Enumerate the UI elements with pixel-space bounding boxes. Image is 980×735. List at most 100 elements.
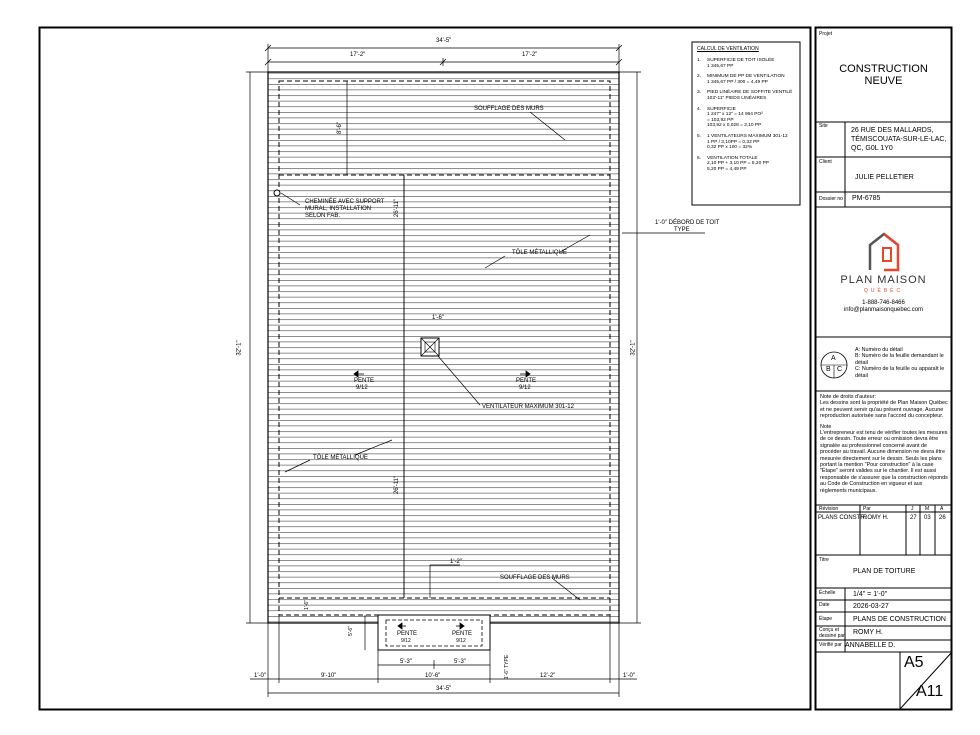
dim-bottom-right: 12'-2" xyxy=(540,673,556,679)
ventilation-item-line: 1 VENTILATEURS MAXIMUM 301-12 xyxy=(707,133,788,139)
email: info@planmaisonquebec.com xyxy=(843,307,924,313)
a-label: A xyxy=(940,506,944,512)
label-ventilateur: VENTILATEUR MAXIMUM 301-12 xyxy=(482,404,574,410)
sheet-total: A11 xyxy=(916,683,944,700)
site-line-3: QC, G0L 1Y0 xyxy=(851,145,893,152)
dossier-label: Dossier no xyxy=(819,196,843,202)
etape-value: PLANS DE CONSTRUCTION xyxy=(853,616,946,623)
label-porch-pente-left-ratio: 9/12 xyxy=(401,638,411,644)
side-dimensions xyxy=(246,71,641,650)
ventilation-title: CALCUL DE VENTILATION xyxy=(697,46,759,52)
ventilation-item-line: 1 345,67 PP / 300 = 4,49 PP xyxy=(707,79,768,85)
porch-roof xyxy=(377,614,491,651)
ventilation-item-num: 4. xyxy=(697,106,702,112)
brand-name: PLAN MAISON xyxy=(840,274,927,286)
brand-sub: QUÉBEC xyxy=(863,288,904,294)
rights-text: Les dessins sont la propriété de Plan Ma… xyxy=(820,400,948,420)
dim-top-total: 34'-5" xyxy=(436,38,452,44)
dim-bottom-left: 9'-10" xyxy=(321,673,337,679)
label-tole-top: TÔLE MÉTALLIQUE xyxy=(512,250,567,256)
titre-value: PLAN DE TOITURE xyxy=(853,568,916,575)
ventilation-item-num: 3. xyxy=(697,90,702,96)
ventilation-item-line: 103'-11" PIEDS LINÉAIRES xyxy=(707,95,767,101)
echelle-label: Échelle xyxy=(819,590,836,596)
rev-j: 27 xyxy=(910,515,917,521)
sheet-border xyxy=(38,26,812,711)
ventilation-item-line: SUPERFICIE xyxy=(707,106,736,112)
ventilation-item-line: 0,32 PP x 100 = 32% xyxy=(707,145,753,151)
ventilation-item-num: 2. xyxy=(697,74,702,80)
client-value: JULIE PELLETIER xyxy=(855,174,914,181)
ventilation-item-line: MINIMUM DE PP DE VENTILATION xyxy=(707,74,785,80)
porch-inner xyxy=(385,619,483,647)
label-pente-left-ratio: 9/12 xyxy=(356,385,368,391)
ventilation-item-line: VENTILATION TOTALE xyxy=(707,155,758,161)
dim-bottom-total: 34'-5" xyxy=(436,686,452,692)
rev-label: Révision xyxy=(819,506,839,512)
label-debord-1: 1'-0" DÉBORD DE TOIT xyxy=(655,220,720,226)
concu-label-2: dessiné par xyxy=(819,633,845,639)
dim-porch-total: 10'-6" xyxy=(425,673,441,679)
ventilation-item-line: SUPERFICIE DE TOIT ISOLÉE xyxy=(707,58,775,63)
note-title: Note xyxy=(820,423,832,430)
ventilation-item-num: 1. xyxy=(697,58,702,63)
dim-upper-section: 8'-6" xyxy=(336,122,343,134)
label-porch-pente-right-ratio: 9/12 xyxy=(456,638,466,644)
verifie-label: Vérifié par xyxy=(819,642,842,648)
site-value: 26 RUE DES MALLARDS, TÉMISCOUATA-SUR-LE-… xyxy=(851,126,946,153)
chimney-icon xyxy=(273,189,281,197)
dim-mid-lower: 26'-11" xyxy=(394,475,401,495)
rev-a: 26 xyxy=(939,515,946,521)
projet-label: Projet xyxy=(819,31,833,37)
label-pente-right-ratio: 9/12 xyxy=(519,385,531,391)
ventilation-item-line: 103,92 x 0,028 = 2,10 PP xyxy=(707,123,762,129)
projet-value-2: NEUVE xyxy=(864,75,903,87)
site-line-1: 26 RUE DES MALLARDS, xyxy=(851,127,934,134)
label-soufflage-bottom: SOUFFLAGE DES MURS xyxy=(500,575,570,581)
company-logo xyxy=(868,232,900,272)
date-value: 2026-03-27 xyxy=(853,603,889,610)
projet-value: CONSTRUCTION NEUVE xyxy=(815,63,952,87)
dim-porch-left: 5'-3" xyxy=(400,659,412,665)
legend-letter-a: A xyxy=(831,355,836,362)
label-porch-pente-left: PENTE xyxy=(397,631,418,637)
label-pente-right: PENTE xyxy=(516,378,537,384)
label-cheminee-3: SELON FAB. xyxy=(305,213,341,219)
dim-bottom-overhang-left: 1'-0" xyxy=(254,673,266,679)
legend-c: C: Numéro de la feuille ou apparaît le d… xyxy=(855,366,945,379)
label-cheminee-1: CHEMINÉE AVEC SUPPORT xyxy=(305,199,385,205)
dossier-value: PM-6785 xyxy=(852,195,881,202)
roof-hatch xyxy=(268,72,619,623)
rights-block: Note de droits d'auteur: Les dessins son… xyxy=(820,394,948,494)
date-label: Date xyxy=(819,602,830,608)
etape-label: Étape xyxy=(819,616,833,622)
titre-label: Titre xyxy=(819,557,829,563)
bottom-dimensions xyxy=(250,615,637,697)
client-label: Client xyxy=(819,159,832,165)
dim-mid-left: 26'-11" xyxy=(394,198,401,218)
concu-label-1: Conçu et xyxy=(819,627,840,633)
legend-letter-b: B xyxy=(826,366,831,373)
dim-porch-depth: 5'-6" xyxy=(347,626,354,636)
titleblock-lines xyxy=(815,121,953,710)
dim-top-right: 17'-2" xyxy=(522,52,538,58)
ventilation-item-line: PIED LINÉAIRE DE SOFFITE VENTILÉ xyxy=(707,90,793,96)
legend-a: A: Numéro du détail xyxy=(855,347,903,353)
dim-right-height: 32'-1" xyxy=(630,340,637,356)
concu-value: ROMY H. xyxy=(853,629,883,636)
dim-overhang-right-small: 1'-6" TYPE xyxy=(504,654,511,680)
slope-arrows xyxy=(353,370,531,630)
ventilation-calc: CALCUL DE VENTILATION 1. SUPERFICIE DE TO… xyxy=(697,46,797,178)
j-label: J xyxy=(911,506,914,512)
verifie-value: ANNABELLE D. xyxy=(845,642,896,649)
legend-text: A: Numéro du détail B: Numéro de la feui… xyxy=(855,347,947,379)
ventilation-item-line: 2,10 PP + 3,10 PP = 5,20 PP xyxy=(707,161,769,167)
ventilation-item-line: 1 PP / 3,10PP = 0,32 PP xyxy=(707,139,760,145)
ventilation-box xyxy=(691,41,801,206)
